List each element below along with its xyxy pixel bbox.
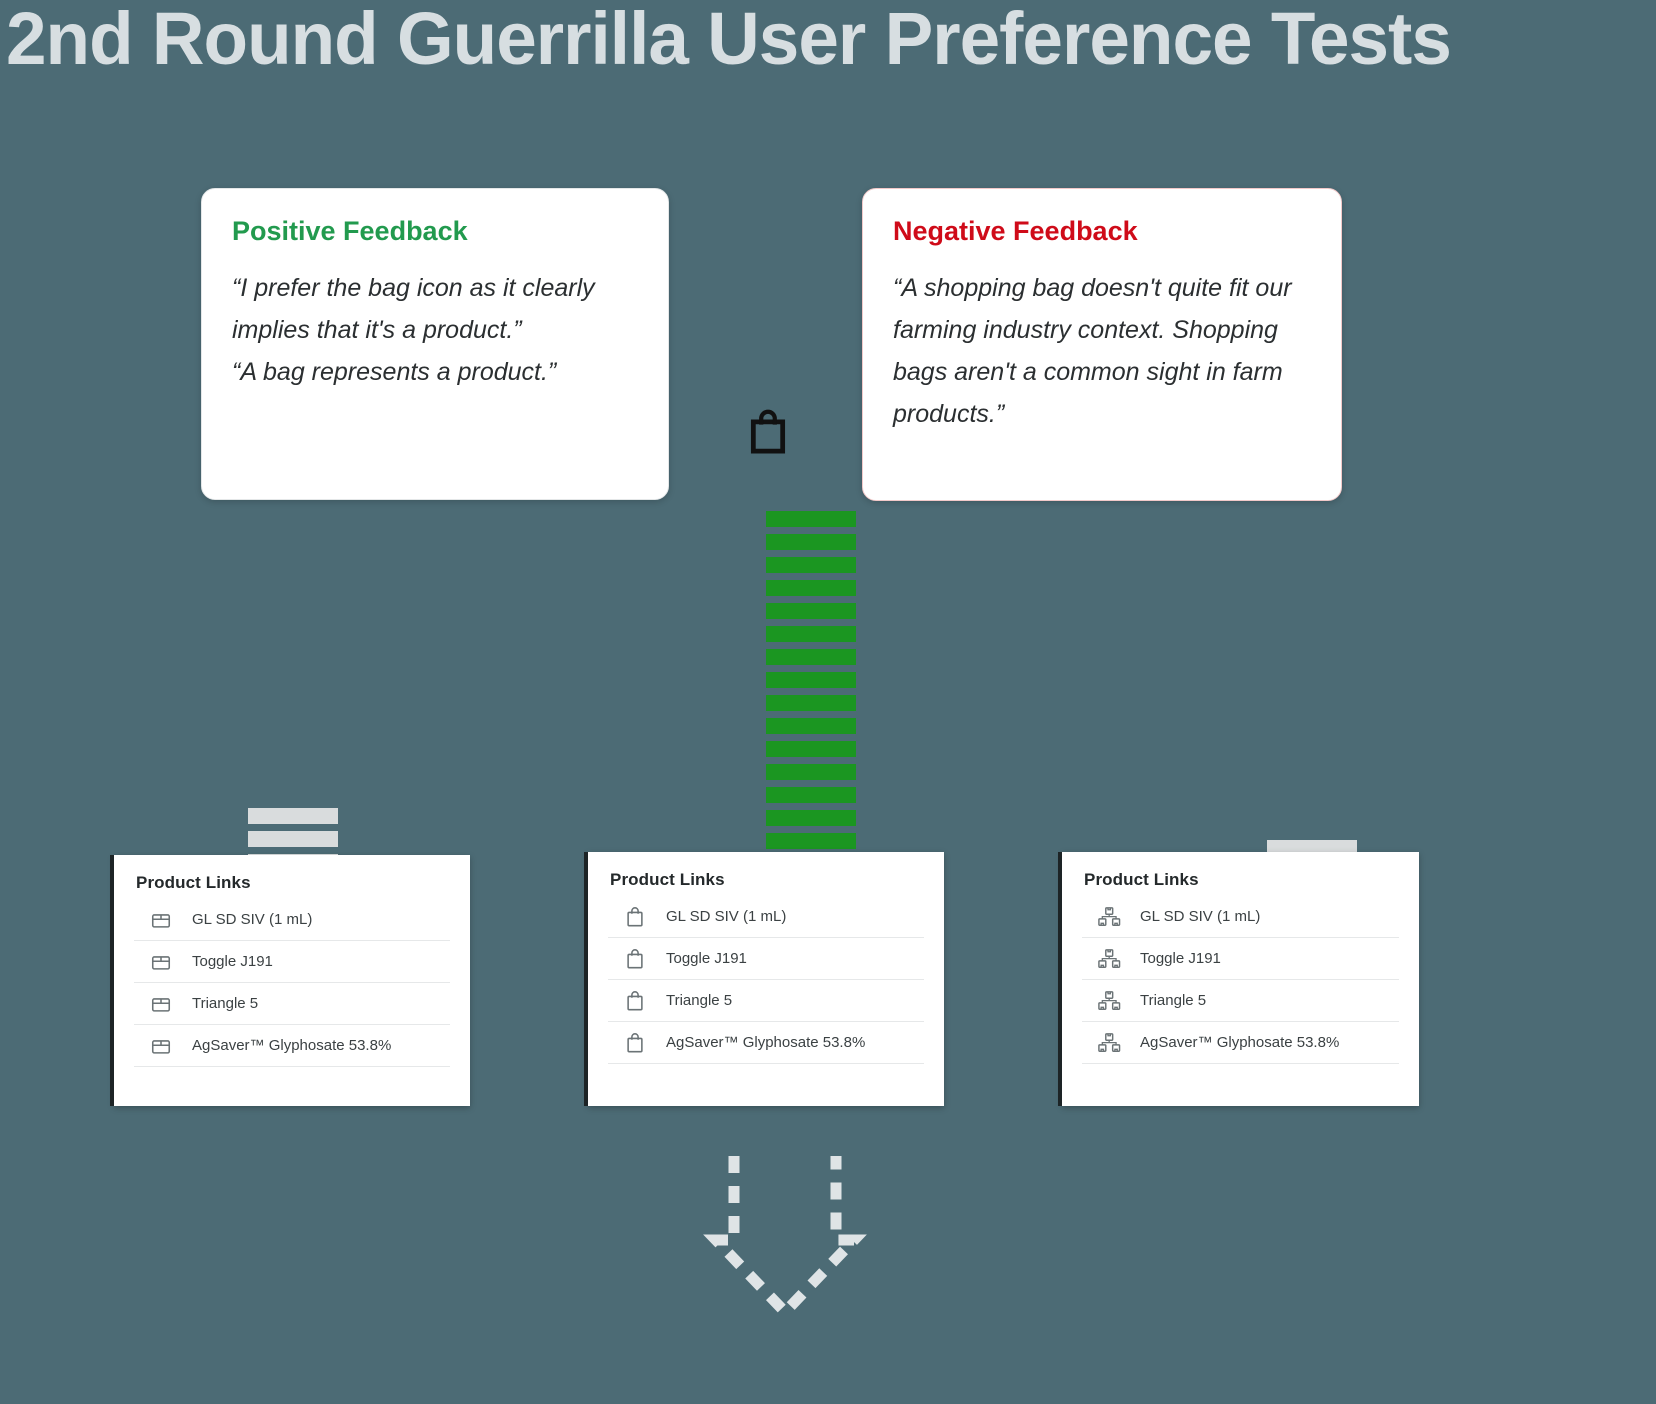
product-link-label: Toggle J191	[666, 950, 747, 967]
vote-bar	[766, 718, 856, 734]
stacked-boxes-icon	[1096, 946, 1122, 972]
package-box-icon	[148, 991, 174, 1017]
vote-bar	[248, 831, 338, 847]
product-links-card-right: Product Links GL SD SIV (1 mL) Toggle J191…	[1062, 852, 1419, 1106]
stacked-boxes-icon	[1096, 904, 1122, 930]
product-link-row[interactable]: Triangle 5	[134, 983, 450, 1025]
product-link-label: GL SD SIV (1 mL)	[666, 908, 787, 925]
shopping-bag-icon	[622, 1030, 648, 1056]
product-links-heading: Product Links	[136, 873, 251, 892]
vote-bar	[766, 534, 856, 550]
vote-bar	[766, 833, 856, 849]
product-link-row[interactable]: GL SD SIV (1 mL)	[1082, 896, 1399, 938]
product-link-label: Triangle 5	[666, 992, 733, 1009]
vote-bar	[248, 808, 338, 824]
product-link-row[interactable]: AgSaver™ Glyphosate 53.8%	[1082, 1022, 1399, 1064]
vote-bar	[766, 580, 856, 596]
shopping-bag-icon	[622, 904, 648, 930]
vote-bar	[766, 649, 856, 665]
negative-feedback-card: Negative Feedback “A shopping bag doesn'…	[862, 188, 1342, 501]
stacked-boxes-icon	[1096, 988, 1122, 1014]
vote-bar	[766, 626, 856, 642]
vote-bar	[766, 603, 856, 619]
product-link-label: GL SD SIV (1 mL)	[1140, 908, 1261, 925]
product-link-row[interactable]: Toggle J191	[134, 941, 450, 983]
package-box-icon	[148, 907, 174, 933]
negative-feedback-quote-1: “A shopping bag doesn't quite fit our fa…	[893, 274, 1292, 428]
negative-feedback-heading: Negative Feedback	[893, 216, 1138, 246]
shopping-bag-icon	[622, 946, 648, 972]
positive-feedback-heading: Positive Feedback	[232, 216, 468, 246]
page-title: 2nd Round Guerrilla User Preference Test…	[6, 0, 1452, 80]
product-link-label: AgSaver™ Glyphosate 53.8%	[666, 1034, 866, 1051]
product-links-heading: Product Links	[610, 870, 725, 889]
product-links-heading: Product Links	[1084, 870, 1199, 889]
product-link-label: Toggle J191	[192, 953, 273, 970]
product-link-label: AgSaver™ Glyphosate 53.8%	[192, 1037, 392, 1054]
vote-bar	[766, 557, 856, 573]
product-link-row[interactable]: Toggle J191	[1082, 938, 1399, 980]
product-link-label: GL SD SIV (1 mL)	[192, 911, 313, 928]
vote-bar	[766, 695, 856, 711]
vote-bar	[766, 810, 856, 826]
product-link-row[interactable]: AgSaver™ Glyphosate 53.8%	[608, 1022, 924, 1064]
vote-bar	[766, 511, 856, 527]
vote-bar	[766, 787, 856, 803]
product-link-label: Toggle J191	[1140, 950, 1221, 967]
product-link-row[interactable]: Triangle 5	[1082, 980, 1399, 1022]
product-links-card-left: Product Links GL SD SIV (1 mL) Toggle J191…	[114, 855, 470, 1106]
product-link-row[interactable]: GL SD SIV (1 mL)	[134, 899, 450, 941]
positive-feedback-quote-1: “I prefer the bag icon as it clearly imp…	[232, 274, 595, 344]
stacked-boxes-icon	[1096, 1030, 1122, 1056]
vote-bar	[766, 672, 856, 688]
positive-feedback-card: Positive Feedback “I prefer the bag icon…	[201, 188, 669, 500]
product-link-label: Triangle 5	[192, 995, 259, 1012]
product-link-row[interactable]: Triangle 5	[608, 980, 924, 1022]
product-link-row[interactable]: Toggle J191	[608, 938, 924, 980]
package-box-icon	[148, 1033, 174, 1059]
vote-bar	[766, 741, 856, 757]
shopping-bag-icon	[746, 406, 790, 456]
product-links-card-center: Product Links GL SD SIV (1 mL) Toggle J191…	[588, 852, 944, 1106]
shopping-bag-icon	[622, 988, 648, 1014]
product-link-row[interactable]: GL SD SIV (1 mL)	[608, 896, 924, 938]
dashed-down-arrow	[660, 1100, 910, 1399]
product-link-label: Triangle 5	[1140, 992, 1207, 1009]
product-link-row[interactable]: AgSaver™ Glyphosate 53.8%	[134, 1025, 450, 1067]
product-link-label: AgSaver™ Glyphosate 53.8%	[1140, 1034, 1340, 1051]
positive-feedback-quote-2: “A bag represents a product.”	[232, 358, 557, 386]
vote-bar	[766, 764, 856, 780]
package-box-icon	[148, 949, 174, 975]
